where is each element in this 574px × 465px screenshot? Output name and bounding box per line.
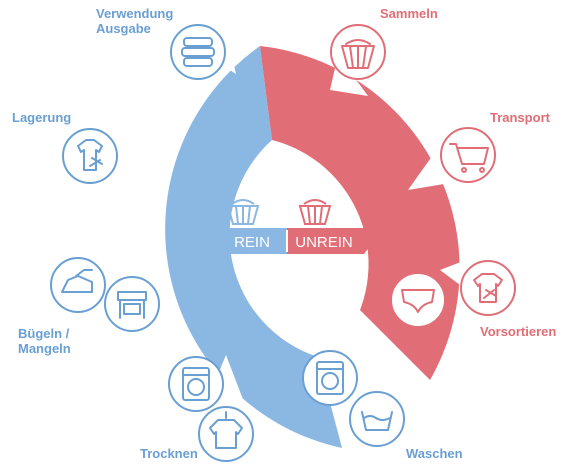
- shirt-hanger-icon: [209, 411, 243, 449]
- sorting-icon-circle-b: [390, 272, 446, 328]
- usage-icon-circle: [170, 24, 226, 80]
- ironing-label: Bügeln / Mangeln: [18, 326, 71, 356]
- shirt-icon: [473, 273, 503, 303]
- washing-icon-circle-a: [302, 350, 358, 406]
- usage-label-line2: Ausgabe: [96, 21, 151, 36]
- dryer-icon: [182, 367, 210, 401]
- washing-label: Waschen: [406, 446, 463, 461]
- dirty-basket-icon: [298, 199, 332, 225]
- transport-label: Transport: [490, 110, 550, 125]
- shirt-on-hanger-icon: [77, 139, 103, 171]
- usage-label: Verwendung Ausgabe: [96, 6, 173, 36]
- ironing-label-line1: Bügeln /: [18, 326, 70, 341]
- sorting-label: Vorsortieren: [480, 324, 557, 339]
- folded-towels-icon: [181, 37, 215, 67]
- clean-basket-icon: [226, 199, 260, 225]
- drying-icon-circle-a: [168, 356, 224, 412]
- clean-label: REIN: [234, 234, 270, 251]
- mangle-icon: [117, 291, 147, 319]
- drying-label: Trocknen: [140, 446, 198, 461]
- storage-icon-circle: [62, 128, 118, 184]
- clean-ring-segment: [165, 46, 342, 448]
- dirty-label: UNREIN: [295, 234, 353, 251]
- iron-icon: [61, 269, 93, 293]
- wash-symbol-icon: [361, 411, 393, 431]
- shopping-cart-icon: [449, 143, 489, 173]
- center-banner: REIN UNREIN: [198, 228, 374, 254]
- sorting-icon-circle-a: [460, 260, 516, 316]
- underwear-icon: [401, 289, 435, 313]
- washing-machine-icon: [316, 361, 344, 395]
- drying-icon-circle-b: [198, 406, 254, 462]
- laundry-basket-icon: [341, 39, 375, 69]
- dirty-ring-segment: [260, 46, 460, 380]
- storage-label: Lagerung: [12, 110, 72, 125]
- ironing-icon-circle-a: [50, 257, 106, 313]
- collect-label: Sammeln: [380, 6, 438, 21]
- usage-label-line1: Verwendung: [96, 6, 174, 21]
- ironing-label-line2: Mangeln: [18, 341, 71, 356]
